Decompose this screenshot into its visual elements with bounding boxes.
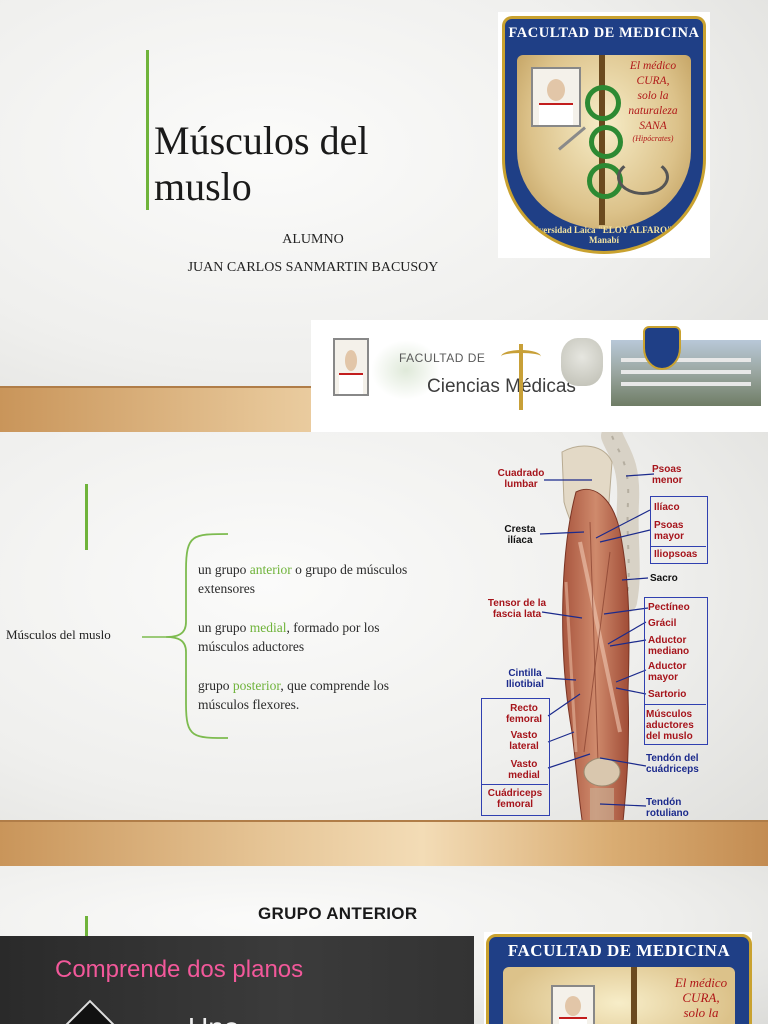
faculty-crest-logo-partial: FACULTAD DE MEDICINA El médico CURA, sol… <box>484 932 752 1024</box>
crest-motto: El médico CURA, solo la <box>661 975 741 1020</box>
founder-portrait-small <box>333 338 369 396</box>
group-item-posterior: grupo posterior, que comprende los múscu… <box>198 676 428 714</box>
faculty-banner: FACULTAD DE Ciencias Médicas <box>311 320 768 432</box>
group-item-medial: un grupo medial, formado por los músculo… <box>198 618 428 656</box>
snake-icon <box>585 85 621 121</box>
slide-anterior-group: GRUPO ANTERIOR Comprende dos planos Uno … <box>0 866 768 1024</box>
accent-bar <box>146 50 149 210</box>
label-aductor-mayor: Aductor mayor <box>648 661 704 683</box>
founder-bust-image <box>561 338 603 386</box>
caduceus-wings <box>501 350 541 363</box>
founder-portrait <box>551 985 595 1024</box>
label-musculos-aductores: Músculos aductores del muslo <box>646 709 706 742</box>
presentation-title: Músculos del muslo <box>154 118 474 210</box>
diagram-root-label: Músculos del muslo <box>6 627 111 643</box>
bullet-diamond-icon <box>62 1000 119 1024</box>
crest-heading: FACULTAD DE MEDICINA <box>489 941 749 961</box>
label-tendon-rotuliano: Tendón rotuliano <box>646 797 696 819</box>
panel-subtext: Uno <box>188 1012 239 1024</box>
group-item-anterior: un grupo anterior o grupo de músculos ex… <box>198 560 428 598</box>
label-psoas-menor: Psoas menor <box>652 464 692 486</box>
accent-bar <box>85 484 88 550</box>
crest-mini-icon <box>643 326 681 370</box>
label-cresta-iliaca: Cresta ilíaca <box>494 524 546 546</box>
label-vasto-medial: Vasto medial <box>498 759 550 781</box>
label-iliaco: Ilíaco <box>654 502 694 513</box>
building-photo <box>611 340 761 406</box>
label-gracil: Grácil <box>648 618 704 629</box>
stethoscope-icon <box>617 159 669 195</box>
label-pectineo: Pectíneo <box>648 602 704 613</box>
label-recto-femoral: Recto femoral <box>498 703 550 725</box>
label-aductor-mediano: Aductor mediano <box>648 635 704 657</box>
slide-thigh-muscles: Músculos del muslo un grupo anterior o g… <box>0 432 768 866</box>
scissors-icon <box>558 126 586 150</box>
label-sacro: Sacro <box>650 573 690 584</box>
crest-shield: FACULTAD DE MEDICINA El médico CURA, sol… <box>502 16 706 254</box>
role-label: ALUMNO <box>150 232 476 248</box>
faculty-crest-logo: FACULTAD DE MEDICINA El médico CURA, sol… <box>498 12 710 258</box>
staff-of-asclepius-icon <box>631 967 637 1024</box>
label-cuadriceps-femoral: Cuádriceps femoral <box>482 788 548 810</box>
crest-heading: FACULTAD DE MEDICINA <box>505 25 703 42</box>
panel-title: Comprende dos planos <box>55 956 303 984</box>
founder-portrait <box>531 67 581 127</box>
label-sartorio: Sartorio <box>648 689 704 700</box>
label-cintilla-iliotibial: Cintilla Iliotibial <box>496 668 554 690</box>
banner-faculty-name: Ciencias Médicas <box>427 376 576 398</box>
snake-coil-icon <box>589 125 623 159</box>
student-name: JUAN CARLOS SANMARTIN BACUSOY <box>150 260 476 276</box>
banner-faculty-label: FACULTAD DE <box>399 351 485 365</box>
label-psoas-mayor: Psoas mayor <box>654 520 694 542</box>
label-tendon-cuadriceps: Tendón del cuádriceps <box>646 753 710 775</box>
content-panel: Comprende dos planos Uno <box>0 936 474 1024</box>
label-tensor-fascia-lata: Tensor de la fascia lata <box>486 598 548 620</box>
label-cuadrado-lumbar: Cuadrado lumbar <box>488 468 554 490</box>
label-iliopsoas: Iliopsoas <box>654 549 704 560</box>
crest-ring-text: Universidad Laica "ELOY ALFARO" de Manab… <box>519 225 689 245</box>
floor-strip <box>0 820 768 868</box>
label-vasto-lateral: Vasto lateral <box>498 730 550 752</box>
section-heading: GRUPO ANTERIOR <box>258 904 417 924</box>
crest-motto: El médico CURA, solo la naturaleza SANA … <box>621 59 685 144</box>
crest-inner: El médico CURA, solo la naturaleza SANA … <box>517 55 691 229</box>
